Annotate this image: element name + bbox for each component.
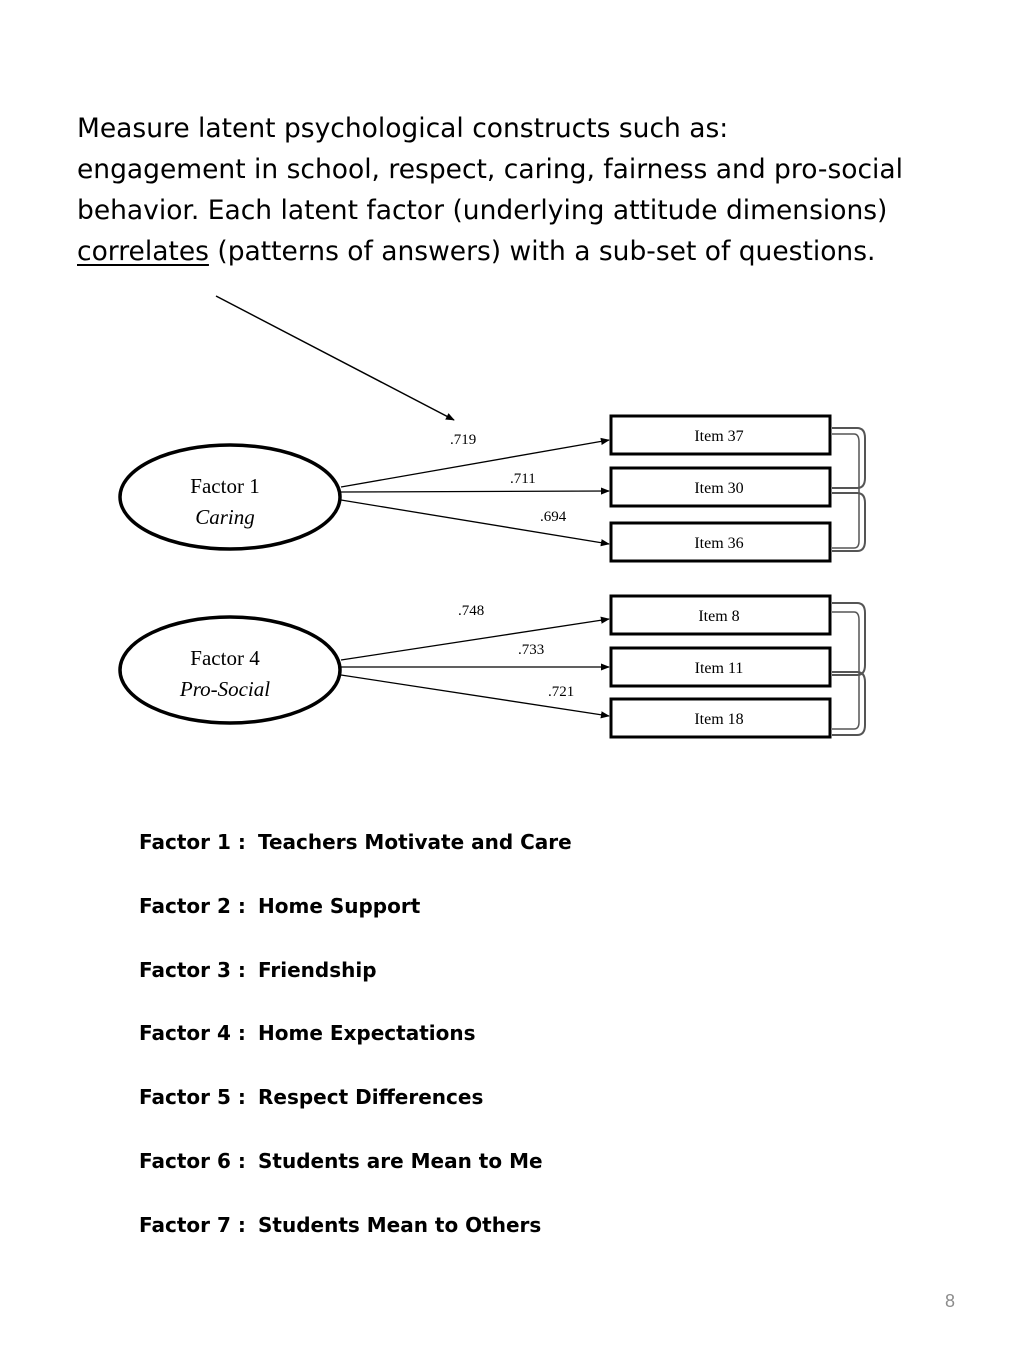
intro-line-4: correlates (patterns of answers) with a … (77, 231, 977, 272)
loading-value: .694 (540, 509, 567, 525)
page-number: 8 (945, 1291, 956, 1311)
item-label: Item 37 (694, 428, 743, 445)
factor-number: Factor 4 : (139, 1021, 246, 1046)
factor-title: Students are Mean to Me (258, 1148, 543, 1173)
error-covariance-bracket (832, 611, 860, 730)
factor-list-item: Factor 2 : Home Support (139, 890, 572, 954)
factor-number: Factor 2 : (139, 893, 246, 918)
factor-ellipse (118, 615, 342, 725)
item-box (609, 697, 832, 739)
item-box (609, 414, 832, 456)
factor-number: Factor 1 : (139, 830, 246, 854)
intro-paragraph: Measure latent psychological constructs … (77, 108, 977, 272)
intro-line-4-rest: (patterns of answers) with a sub-set of … (208, 236, 876, 267)
factor-title: Home Support (258, 893, 421, 918)
factor-list-item: Factor 6 : Students are Mean to Me (139, 1145, 572, 1209)
item-label: Item 11 (695, 660, 744, 677)
factor-list-item: Factor 3 : Friendship (139, 954, 572, 1018)
factor-name: Pro-Social (179, 677, 270, 701)
correlates-underlined: correlates (77, 236, 209, 267)
factor-list-item: Factor 1 : Teachers Motivate and Care (139, 826, 572, 890)
loading-value: .748 (458, 603, 484, 619)
factor-title: Students Mean to Others (258, 1212, 542, 1237)
loading-path (340, 437, 610, 488)
factor-title: Home Expectations (258, 1021, 476, 1046)
error-covariance-bracket (832, 602, 866, 676)
factor-number: Factor 5 : (139, 1085, 246, 1110)
factor-list-item: Factor 7 : Students Mean to Others (139, 1209, 572, 1273)
loading-value: .733 (518, 642, 544, 658)
intro-line-2: engagement in school, respect, caring, f… (77, 154, 904, 185)
error-covariance-bracket (832, 492, 866, 552)
item-label: Item 30 (694, 480, 743, 497)
item-box (609, 466, 832, 508)
loading-path (340, 674, 610, 719)
factor-label: Factor 1 (190, 474, 259, 498)
factor-number: Factor 6 : (139, 1148, 246, 1173)
factor-list-item: Factor 5 : Respect Differences (139, 1081, 572, 1145)
error-covariance-bracket (832, 433, 860, 549)
item-box (609, 521, 832, 563)
factor-name: Caring (195, 505, 255, 529)
factor-number: Factor 3 : (139, 957, 246, 982)
item-label: Item 36 (694, 535, 743, 552)
item-box (609, 646, 832, 688)
factor-number: Factor 7 : (139, 1212, 246, 1237)
factor-title: Respect Differences (258, 1085, 484, 1110)
factor-title: Friendship (258, 957, 377, 982)
error-covariance-bracket (832, 671, 866, 736)
loading-value: .711 (510, 471, 536, 487)
factor-group-caring: Factor 1 Caring .719 .711 .694 Item 37 I… (118, 414, 866, 563)
factor-list: Factor 1 : Teachers Motivate and Care Fac… (139, 826, 572, 1273)
loading-path (340, 499, 610, 547)
factor-title: Teachers Motivate and Care (258, 830, 572, 854)
factor-list-item: Factor 4 : Home Expectations (139, 1017, 572, 1081)
loading-value: .721 (548, 684, 574, 700)
item-box (609, 594, 832, 636)
loading-path (340, 487, 610, 495)
loading-value: .719 (450, 432, 476, 448)
pointer-arrow (215, 295, 455, 421)
factor-ellipse (118, 443, 342, 551)
error-covariance-bracket (832, 427, 866, 489)
item-label: Item 18 (694, 711, 743, 728)
loading-path (340, 616, 610, 661)
intro-line-3: behavior. Each latent factor (underlying… (77, 195, 888, 226)
item-label: Item 8 (698, 608, 739, 625)
factor-label: Factor 4 (190, 646, 260, 670)
intro-line-1: Measure latent psychological constructs … (77, 113, 729, 144)
factor-group-pro-social: Factor 4 Pro-Social .748 .733 .721 Item … (118, 594, 866, 739)
